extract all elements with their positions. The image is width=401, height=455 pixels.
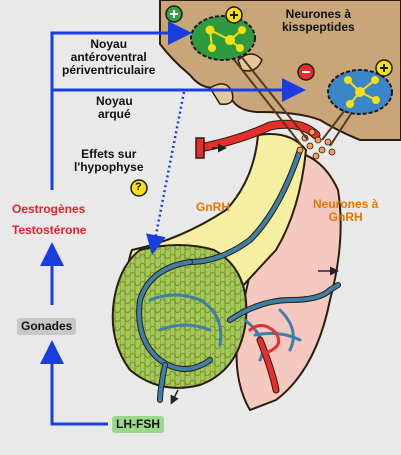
hypothalamus-fold	[208, 83, 234, 105]
flow-arrow-down	[170, 389, 179, 405]
arcuate-kisspeptin-neurons	[344, 76, 380, 108]
anterior-pituitary	[111, 244, 248, 389]
testosterone-label: Testostérone	[12, 223, 87, 237]
avpv-nucleus-label: Noyau antéroventral périventriculaire	[62, 37, 156, 77]
arcuate-plus-marker	[375, 59, 393, 77]
pituitary-effects-label: Effets sur l'hypophyse	[74, 147, 144, 174]
hypothalamus-fold	[237, 53, 263, 72]
kisspeptin-neurons-label: Neurones à kisspeptides	[282, 7, 355, 34]
avpv-plus-marker	[225, 6, 243, 24]
avpv-kisspeptin-neurons	[205, 25, 246, 52]
question-mark-text: ?	[135, 181, 142, 193]
question-marker	[130, 179, 148, 197]
arcuate-nucleus-label: Noyau arqué	[96, 94, 133, 121]
estrogens-label: Oestrogènes	[12, 202, 86, 216]
hormones-to-pituitary-arrow	[146, 91, 186, 255]
gnrh-label: GnRH	[196, 200, 230, 214]
feedback-arrows	[40, 21, 306, 426]
arterial-vessel-end	[195, 137, 205, 159]
arterial-vessels	[195, 119, 321, 394]
gonads-tag: Gonades	[17, 318, 77, 335]
arcuate-estrogen-minus-marker	[297, 63, 315, 81]
avpv-estrogen-plus-marker	[165, 5, 183, 23]
lh-fsh-tag: LH-FSH	[112, 416, 164, 433]
lhfsh-to-gonads-arrow	[40, 340, 108, 426]
portal-vessels	[136, 147, 341, 403]
hormones-to-avpv-arrow	[50, 21, 192, 190]
avpv-kisspeptin-cluster	[190, 15, 256, 61]
gnrh-neurons-label: Neurones à GnRH	[313, 197, 379, 224]
gnrh-terminals	[296, 128, 336, 160]
